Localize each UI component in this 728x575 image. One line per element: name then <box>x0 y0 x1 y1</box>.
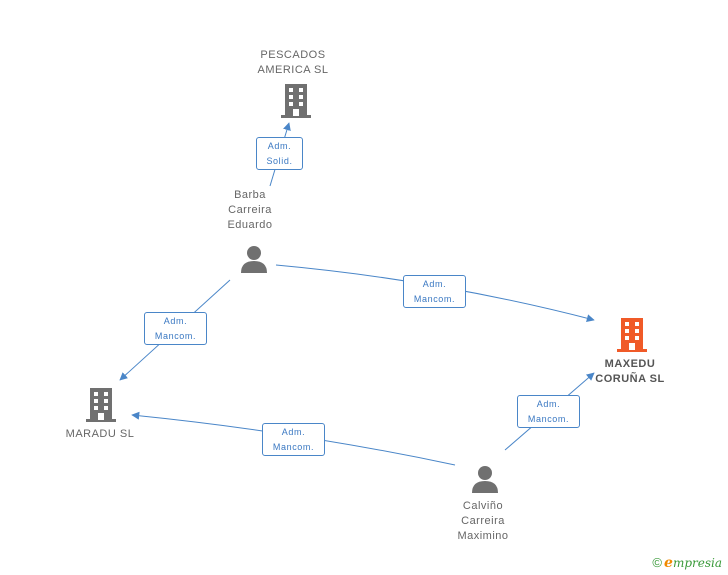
brand-e: e <box>664 555 673 571</box>
brand-rest: mpresia <box>672 556 722 570</box>
node-pescados-line2: AMERICA SL <box>257 64 329 76</box>
node-barba-line1: Barba <box>234 189 266 201</box>
node-maxedu-line2: CORUÑA SL <box>595 373 665 385</box>
person-icon[interactable] <box>239 244 269 274</box>
edge-label-line2: Mancom. <box>413 294 456 304</box>
building-icon[interactable] <box>617 318 647 352</box>
edge-label-barba-pescados[interactable]: Adm. Solid. <box>256 137 303 170</box>
node-calvino-line2: Carreira <box>461 515 505 527</box>
copyright-symbol: © <box>652 555 663 570</box>
edge-label-line1: Adm. <box>422 279 447 289</box>
building-icon[interactable] <box>281 84 311 118</box>
edge-label-line2: Solid. <box>266 156 293 166</box>
edge-label-barba-maxedu[interactable]: Adm. Mancom. <box>403 275 466 308</box>
edge-label-line2: Mancom. <box>272 442 315 452</box>
edge-label-line1: Adm. <box>536 399 561 409</box>
edge-label-line2: Mancom. <box>527 414 570 424</box>
edge-label-calvino-maradu[interactable]: Adm. Mancom. <box>262 423 325 456</box>
node-barba-label: Barba Carreira Eduardo <box>210 188 290 233</box>
node-maradu-label: MARADU SL <box>55 427 145 442</box>
edge-label-line2: Mancom. <box>154 331 197 341</box>
node-barba-line3: Eduardo <box>227 219 273 231</box>
node-pescados-label: PESCADOS AMERICA SL <box>240 48 346 78</box>
edge-label-barba-maradu[interactable]: Adm. Mancom. <box>144 312 207 345</box>
empresia-logo[interactable]: ©empresia <box>652 555 722 571</box>
node-calvino-line1: Calviño <box>462 500 504 512</box>
node-calvino-label: Calviño Carreira Maximino <box>440 499 526 544</box>
node-maxedu-line1: MAXEDU <box>604 358 656 370</box>
edge-label-line1: Adm. <box>163 316 188 326</box>
node-maradu-line1: MARADU SL <box>65 428 135 440</box>
edge-label-line1: Adm. <box>267 141 292 151</box>
node-maxedu-label: MAXEDU CORUÑA SL <box>582 357 678 387</box>
edge-label-line1: Adm. <box>281 427 306 437</box>
node-calvino-line3: Maximino <box>457 530 509 542</box>
edge-label-calvino-maxedu[interactable]: Adm. Mancom. <box>517 395 580 428</box>
node-barba-line2: Carreira <box>228 204 272 216</box>
person-icon[interactable] <box>470 464 500 494</box>
building-icon[interactable] <box>86 388 116 422</box>
node-pescados-line1: PESCADOS <box>260 49 326 61</box>
